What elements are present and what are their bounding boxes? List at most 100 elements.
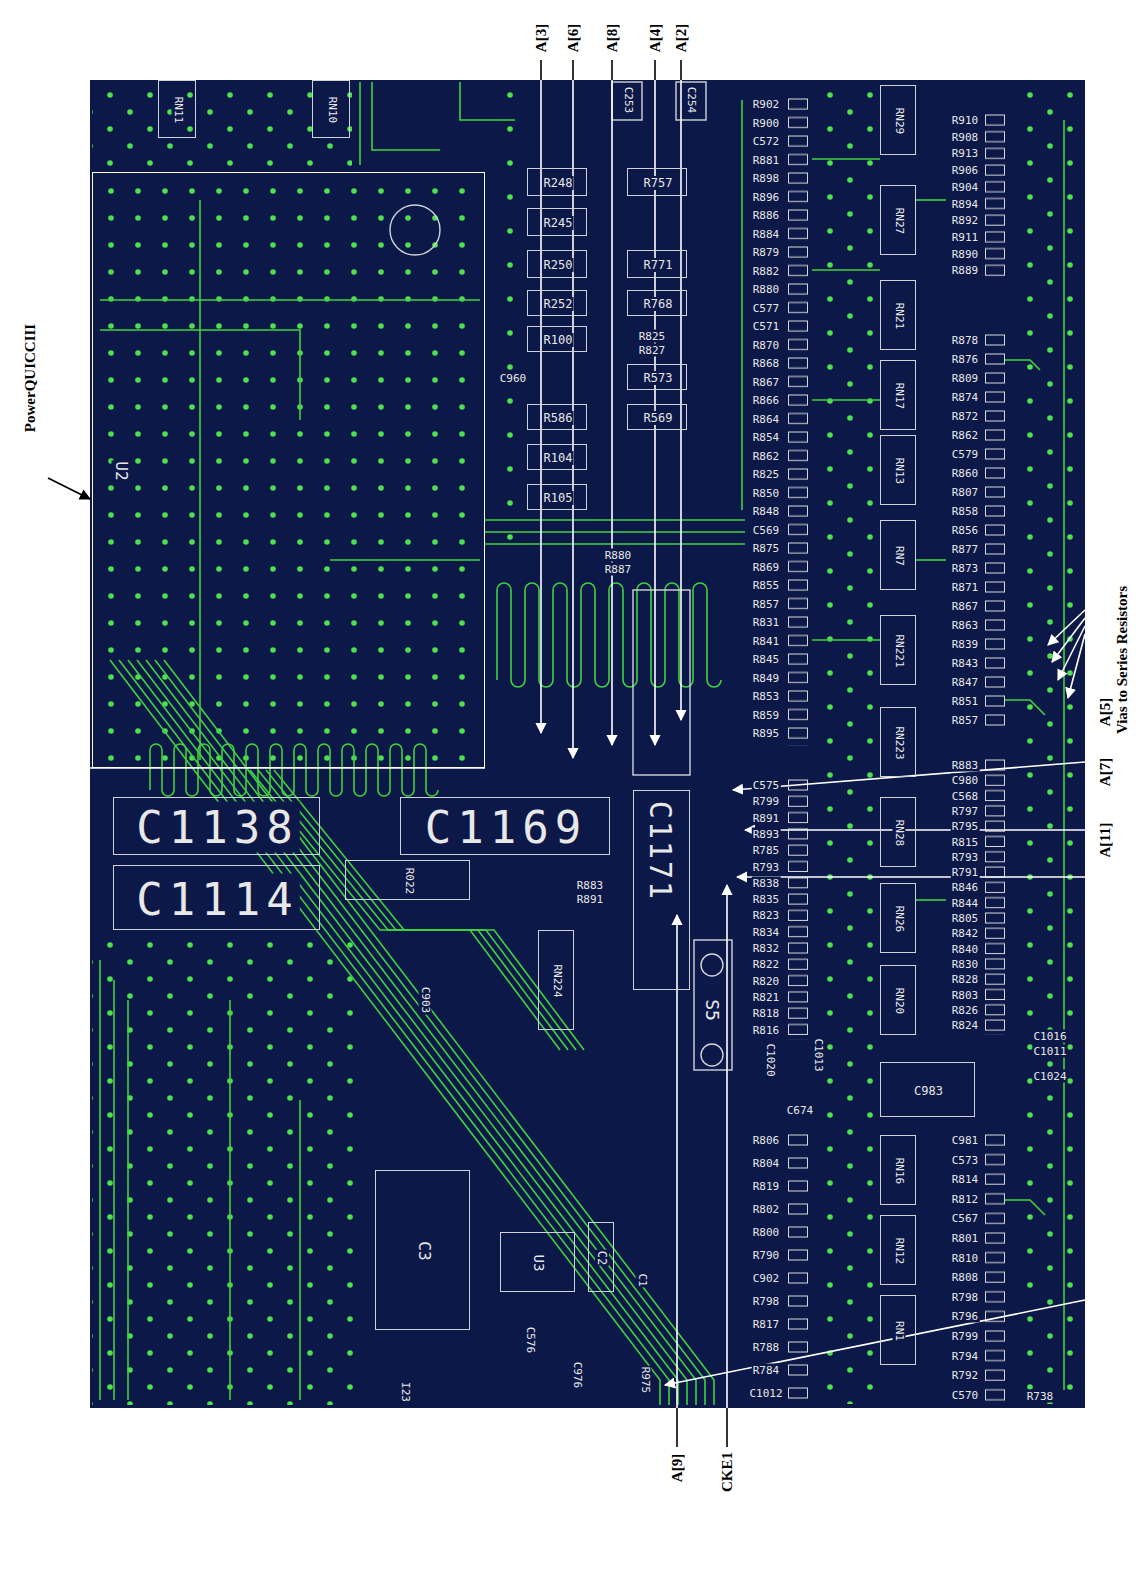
ref-designator: C1011 [1032,1045,1067,1058]
ref-designator: R819 [752,1180,781,1193]
ref-designator: R854 [752,431,781,444]
trace [330,559,480,561]
leader-line [540,60,542,80]
component-outline: C983 [880,1062,975,1117]
ref-designator: R807 [951,486,980,499]
via-field [92,940,362,1405]
ref-designator: R252 [543,297,574,311]
ref-designator: R851 [951,695,980,708]
component-outline: R100 [527,326,587,352]
ref-designator: R908 [951,130,980,143]
ref-designator: C981 [951,1134,980,1147]
ref-designator: R798 [951,1290,980,1303]
ref-designator: R248 [543,176,574,190]
component-outline: R569 [627,404,687,430]
ref-designator: R873 [951,562,980,575]
ref-designator: R902 [752,98,781,111]
ref-designator: RN21 [893,302,906,331]
ref-designator: C254 [685,86,698,115]
pad-rows [788,98,1009,1410]
ref-designator: RN12 [893,1237,906,1266]
trace [146,660,696,1405]
ref-designator: R842 [951,927,980,940]
ref-designator: C1012 [748,1387,783,1400]
ref-designator: C253 [622,86,635,115]
ref-designator: R835 [752,893,781,906]
component-outline: RN26 [880,883,916,953]
ref-designator: R882 [752,264,781,277]
ref-designator: R900 [752,116,781,129]
ref-designator: R785 [752,844,781,857]
ref-designator: R883 [576,879,605,892]
board [90,80,1085,1408]
ref-designator: R791 [951,866,980,879]
ref-designator: R803 [951,988,980,1001]
ref-designator: R849 [752,671,781,684]
component-outline: RN7 [880,520,916,590]
ref-designator: R896 [752,190,781,203]
ref-designator: R877 [951,543,980,556]
ref-designator: R812 [951,1192,980,1205]
component-outline: RN27 [880,185,916,255]
ref-designator: R788 [752,1341,781,1354]
ref-designator: RN223 [893,725,906,760]
via-field [92,82,352,170]
signal-label: Vias to Series Resistors [1114,585,1131,735]
ref-designator: C1 [636,1272,649,1287]
ref-designator: R848 [752,505,781,518]
ref-designator: R886 [752,209,781,222]
trace [1005,700,1045,715]
ref-designator: C1024 [1032,1070,1067,1083]
serpentine-trace [150,744,438,796]
ref-designator: R862 [951,429,980,442]
ref-designator: RN20 [893,987,906,1016]
ref-designator: R799 [752,795,781,808]
component-outline: RN1 [880,1295,916,1365]
ref-designator: R816 [752,1023,781,1036]
component-outline: RN12 [880,1215,916,1285]
ref-designator: R910 [951,114,980,127]
ref-designator: R857 [752,597,781,610]
leader-line [611,60,613,80]
ref-designator: R796 [951,1310,980,1323]
trace [137,660,687,1405]
ref-designator: C1020 [764,1042,777,1077]
ref-designator: RN28 [893,819,906,848]
ref-designator: R799 [951,1330,980,1343]
ref-designator: R893 [752,827,781,840]
component-outline: C1171 [633,790,690,990]
component-outline: RN221 [880,615,916,685]
trace [916,899,946,901]
ref-designator: R784 [752,1364,781,1377]
ref-designator: RN224 [551,963,564,998]
ref-designator: R820 [752,974,781,987]
ref-designator: R850 [752,486,781,499]
ref-designator: C576 [524,1326,537,1355]
component-outline: C1169 [400,797,610,855]
ref-designator: R793 [752,860,781,873]
signal-label: A[9] [669,1453,686,1483]
ref-designator: R826 [951,1003,980,1016]
leader-line [676,1408,678,1447]
ref-designator: R867 [752,375,781,388]
ref-designator: RN29 [893,107,906,136]
trace [460,82,515,120]
pad-row [985,1134,1009,1408]
ref-designator: C1138 [135,802,299,853]
ref-designator: R839 [951,638,980,651]
ref-designator: R843 [951,657,980,670]
pad-row [788,98,812,746]
leader-line [48,478,90,499]
trace [1063,120,1065,1390]
ref-designator: R793 [951,850,980,863]
ref-designator: R875 [752,542,781,555]
ref-designator: R840 [951,942,980,955]
signal-label: A[3] [533,23,550,53]
ref-designator: R892 [951,214,980,227]
ref-designator: C1016 [1032,1030,1067,1043]
ref-designator: C960 [499,372,528,385]
ref-designator: R825 [638,330,667,343]
ref-designator: R856 [951,524,980,537]
ref-designator: R866 [752,394,781,407]
component-outline: R768 [627,290,687,316]
